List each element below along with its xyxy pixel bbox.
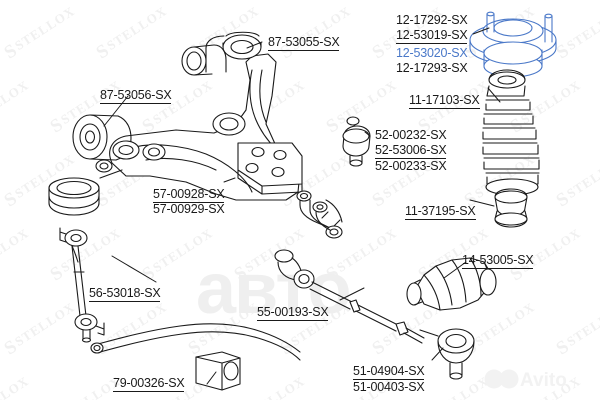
leader-lines	[103, 27, 501, 385]
part-strut-mount	[469, 11, 557, 78]
part-dust-boot	[482, 69, 540, 196]
part-steering-boot	[406, 257, 497, 311]
part-number-label: 12-53020-SX	[396, 46, 468, 60]
part-stabilizer-bar	[90, 323, 301, 391]
part-number-label: 14-53005-SX	[462, 253, 534, 269]
part-number-label: 52-00232-SX	[375, 128, 447, 142]
part-stabilizer-link	[59, 227, 105, 343]
part-tie-rod-end	[419, 328, 475, 380]
part-ball-joint	[342, 116, 371, 167]
part-inner-tie-rod	[274, 249, 425, 344]
part-number-label: 11-17103-SX	[409, 93, 480, 109]
part-number-label: 79-00326-SX	[113, 376, 185, 392]
part-number-label: 11-37195-SX	[405, 204, 476, 220]
part-bump-stop	[494, 188, 528, 228]
part-number-label: 52-00233-SX	[375, 159, 447, 173]
part-number-label: 55-00193-SX	[257, 305, 329, 321]
part-number-label: 56-53018-SX	[89, 286, 161, 302]
part-number-label: 51-04904-SX	[353, 364, 425, 380]
part-number-label: 51-00403-SX	[353, 380, 425, 394]
part-number-label: 87-53055-SX	[268, 35, 340, 51]
part-number-label: 87-53056-SX	[100, 88, 172, 104]
part-link-cluster	[296, 190, 343, 239]
part-number-label: 57-00928-SX	[153, 187, 225, 203]
part-number-label: 52-53006-SX	[375, 143, 447, 159]
part-number-label: 12-53019-SX	[396, 28, 468, 44]
part-number-label: 12-17292-SX	[396, 13, 468, 27]
part-control-arm	[48, 31, 303, 216]
part-number-label: 12-17293-SX	[396, 61, 468, 75]
part-number-label: 57-00929-SX	[153, 202, 225, 216]
